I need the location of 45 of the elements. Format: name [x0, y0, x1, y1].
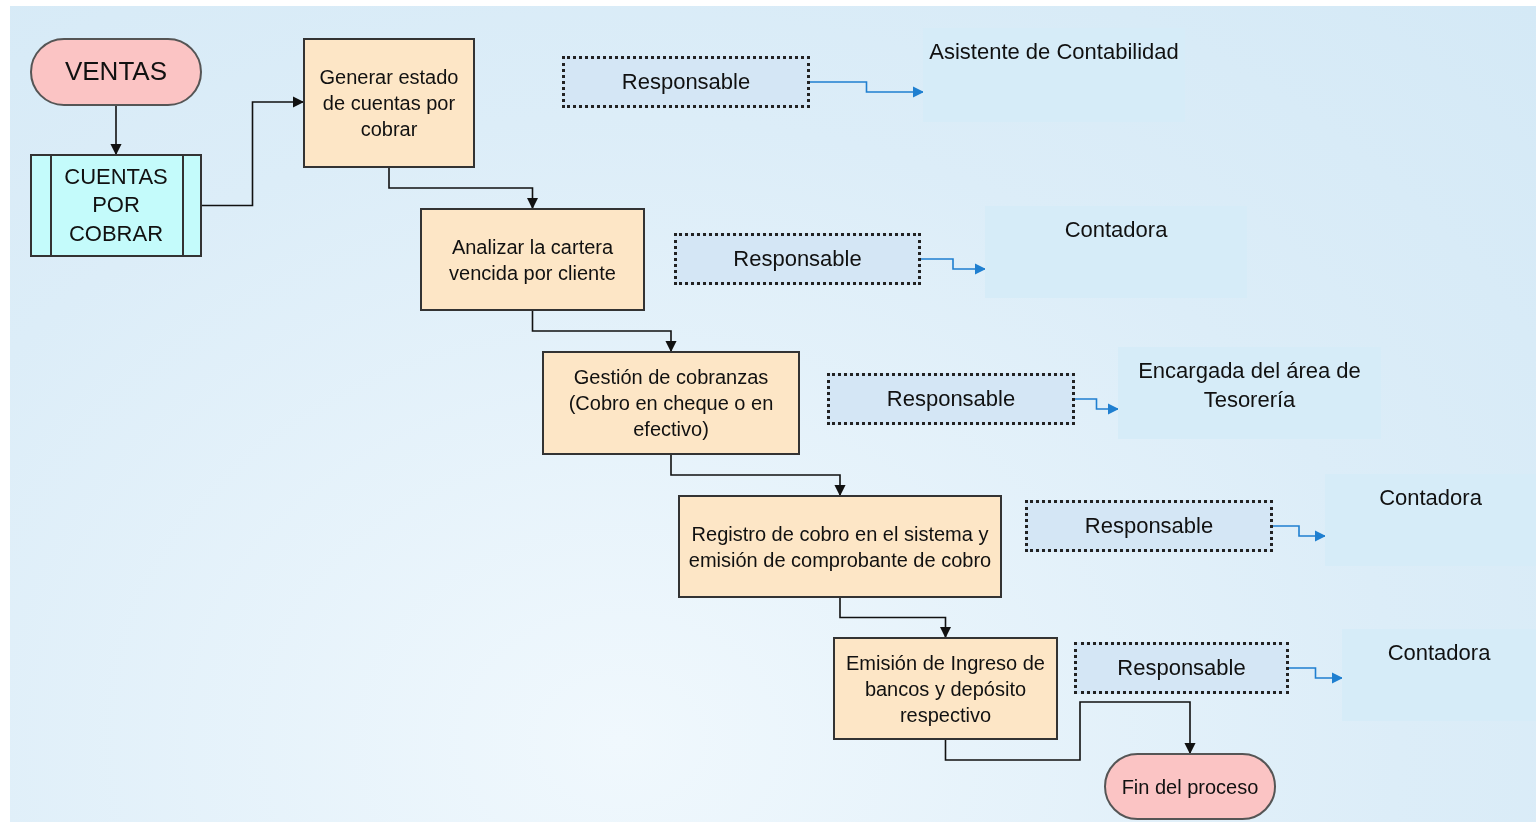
process-box: [303, 38, 475, 168]
node-label: Encargada del área de Tesorería: [1137, 357, 1362, 414]
arrow: [920, 258, 987, 275]
process-box: [420, 208, 645, 311]
node-label: Registro de cobro en el sistema y emisión de comprobante de cobro: [687, 521, 993, 573]
node-label: Generar estado de cuentas por cobrar: [318, 65, 460, 142]
arrow: [388, 167, 539, 210]
role-box: [1342, 629, 1536, 721]
predefined-process-box: [30, 154, 202, 257]
arrow: [809, 81, 925, 98]
arrow: [201, 96, 305, 207]
arrow: [1288, 667, 1344, 684]
arrow: [670, 454, 846, 497]
responsible-box: [562, 56, 810, 108]
arrow: [1272, 525, 1327, 542]
node-label: Analizar la cartera vencida por cliente: [448, 234, 617, 286]
role-box: [1118, 347, 1381, 439]
node-label: VENTAS: [64, 55, 168, 89]
arrow: [531, 310, 677, 353]
role-box: [985, 206, 1247, 298]
responsible-box: [827, 373, 1075, 425]
node-label: Responsable: [886, 384, 1016, 413]
process-box: [542, 351, 800, 455]
arrow: [1074, 398, 1120, 415]
responsible-box: [674, 233, 921, 285]
arrow: [944, 701, 1196, 761]
node-label: Contadora: [1379, 484, 1482, 512]
node-label: CUENTAS POR COBRAR: [63, 162, 169, 248]
role-box: [1325, 474, 1536, 566]
node-label: Asistente de Contabilidad: [929, 38, 1179, 66]
arrow: [839, 597, 952, 639]
node-label: Gestión de cobranzas (Cobro en cheque o en efectivo): [567, 365, 775, 442]
node-label: Fin del proceso: [1121, 774, 1259, 800]
node-label: Responsable: [733, 244, 862, 273]
node-label: Contadora: [1387, 639, 1491, 667]
node-label: Responsable: [1084, 511, 1214, 540]
responsible-box: [1074, 642, 1289, 694]
arrow: [110, 105, 122, 156]
node-label: Contadora: [1064, 216, 1168, 244]
responsible-box: [1025, 500, 1273, 552]
process-box: [833, 637, 1058, 740]
process-box: [678, 495, 1002, 598]
node-label: Emisión de Ingreso de bancos y depósito respectivo: [845, 650, 1046, 728]
node-label: Responsable: [1117, 653, 1246, 682]
node-label: Responsable: [621, 67, 751, 96]
